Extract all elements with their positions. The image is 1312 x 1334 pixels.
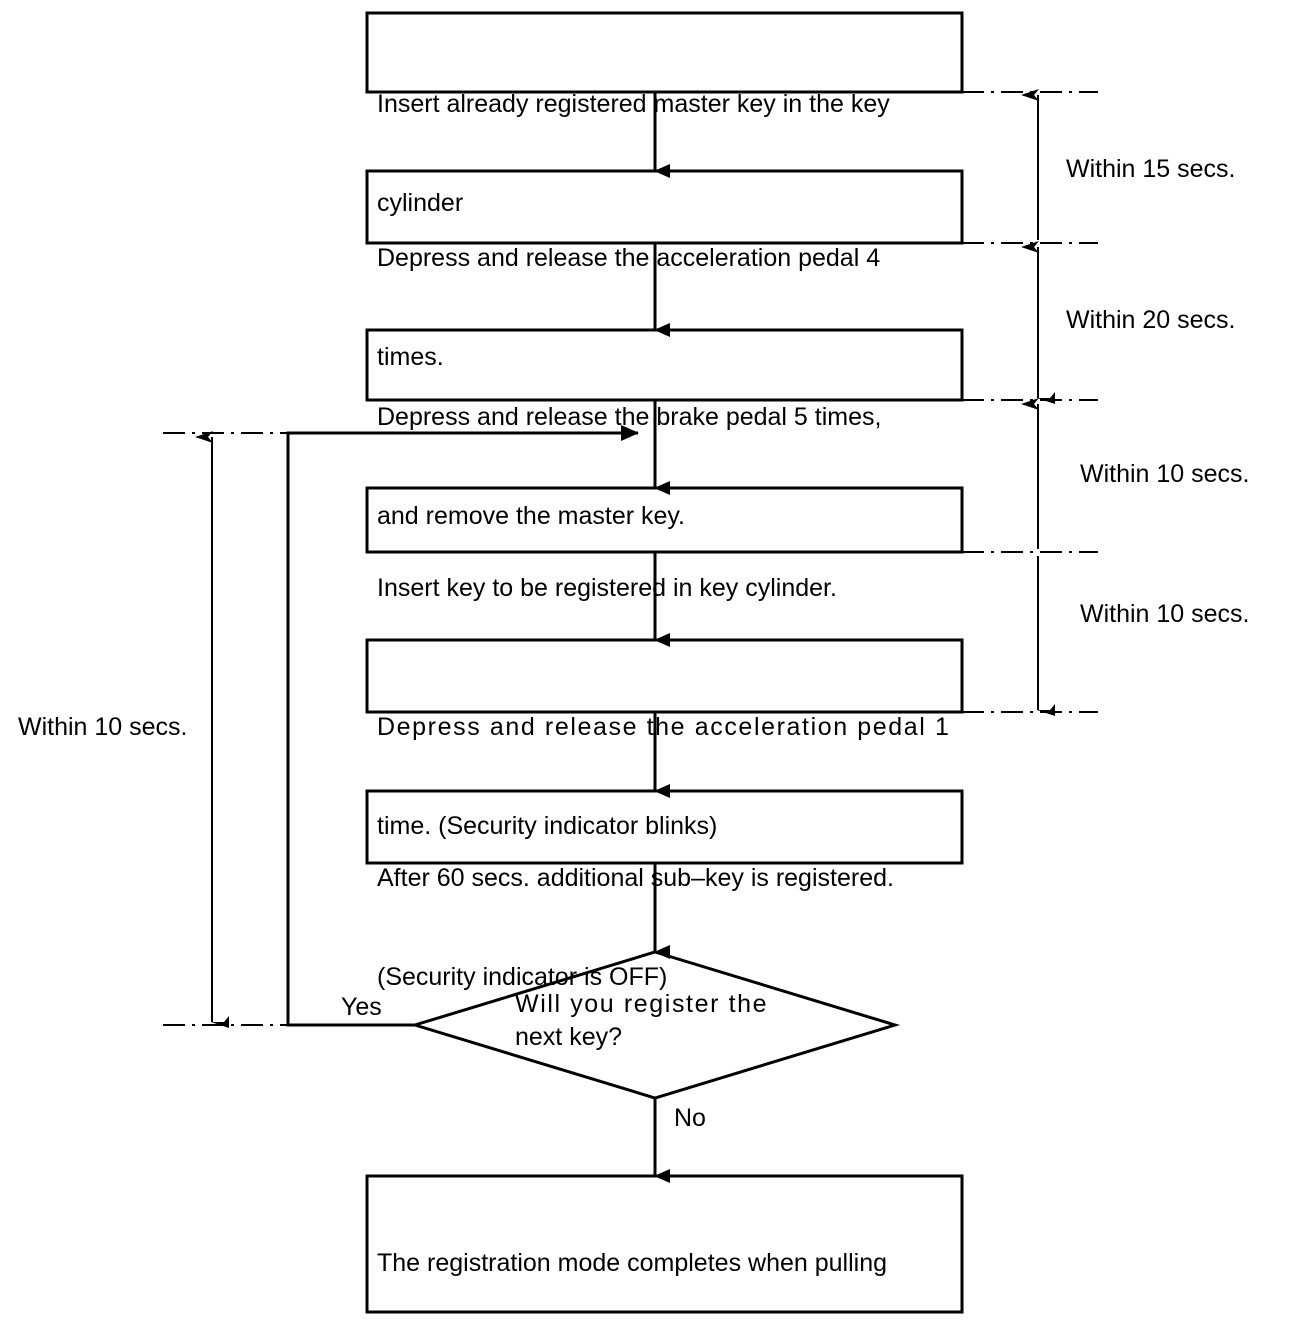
node-label-step1: Insert already registered master key in … <box>377 22 967 286</box>
timing-annotation-left-within-10-secs: Within 10 secs. <box>18 713 188 741</box>
node-label-step2: Depress and release the acceleration ped… <box>377 176 967 440</box>
timing-annotation-within-20-secs: Within 20 secs. <box>1066 306 1236 334</box>
node-label-step5-line1: Depress and release the acceleration ped… <box>377 713 951 741</box>
node-label-step7-line1: The registration mode completes when pul… <box>377 1249 887 1277</box>
node-label-step4: Insert key to be registered in key cylin… <box>377 506 967 671</box>
branch-label-no: No <box>674 1104 706 1132</box>
node-box-step5 <box>365 638 964 714</box>
node-label-step3-line1: Depress and release the brake pedal 5 ti… <box>377 403 882 431</box>
node-label-step5: Depress and release the acceleration ped… <box>377 645 967 909</box>
node-label-decision-line1: Will you register the <box>515 990 769 1018</box>
node-box-step6 <box>365 789 964 865</box>
timing-annotation-within-10-secs-upper: Within 10 secs. <box>1080 460 1250 488</box>
node-label-step1-line1: Insert already registered master key in … <box>377 90 890 118</box>
node-label-decision-line2: next key? <box>515 1023 623 1051</box>
node-label-step6: After 60 secs. additional sub–key is reg… <box>377 796 967 1060</box>
node-box-step7 <box>365 1174 964 1314</box>
node-label-step3-line2: and remove the master key. <box>377 502 686 530</box>
timing-annotation-within-15-secs: Within 15 secs. <box>1066 155 1236 183</box>
node-label-step7: The registration mode completes when pul… <box>377 1181 967 1334</box>
node-label-step5-line2: time. (Security indicator blinks) <box>377 812 718 840</box>
node-label-step1-line2: cylinder <box>377 189 464 217</box>
timing-annotation-within-10-secs-lower: Within 10 secs. <box>1080 600 1250 628</box>
node-box-step1 <box>365 11 964 94</box>
node-label-step6-line2: (Security indicator is OFF) <box>377 963 668 991</box>
node-label-decision: Will you register the next key? <box>515 988 835 1054</box>
node-label-step2-line1: Depress and release the acceleration ped… <box>377 244 881 272</box>
node-box-step4 <box>365 486 964 554</box>
node-label-step3: Depress and release the brake pedal 5 ti… <box>377 335 967 599</box>
branch-label-yes: Yes <box>341 993 382 1021</box>
connector-yes-loopback <box>286 425 639 1027</box>
node-box-step2 <box>365 169 964 245</box>
node-label-step4-line1: Insert key to be registered in key cylin… <box>377 574 837 602</box>
node-label-step6-line1: After 60 secs. additional sub–key is reg… <box>377 864 894 892</box>
node-label-step2-line2: times. <box>377 343 444 371</box>
